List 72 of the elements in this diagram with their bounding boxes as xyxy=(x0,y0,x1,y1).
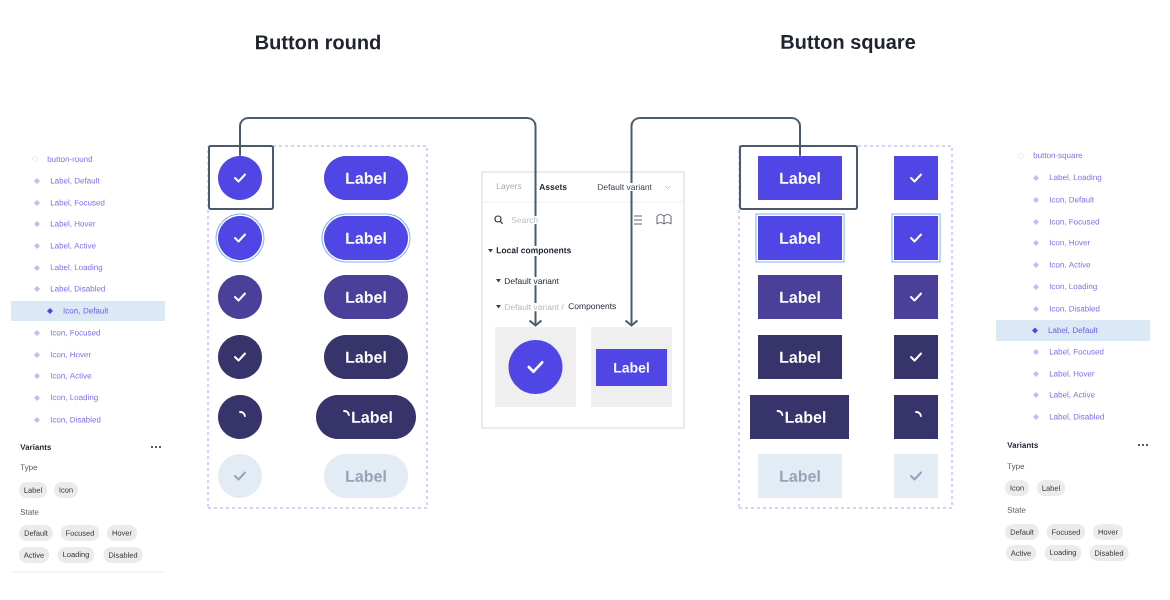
layer-row: Label, Disabled xyxy=(34,285,105,293)
label-button: Label xyxy=(324,454,408,498)
layer-row: Icon, Active xyxy=(34,372,92,380)
node-label: Default variant xyxy=(504,277,559,285)
icon-button xyxy=(218,156,262,200)
layer-row: Icon, Hover xyxy=(1033,239,1090,247)
layer-row: Icon, Focused xyxy=(1033,218,1099,226)
heading: Button square xyxy=(781,35,916,53)
property-label: State xyxy=(1007,507,1026,513)
dashed-frame xyxy=(738,145,953,509)
icon-button xyxy=(894,395,938,439)
node-label: Default variant / xyxy=(504,303,564,311)
layer-row: Label, Loading xyxy=(1033,174,1102,182)
node-label: Default variant xyxy=(597,183,652,191)
layer-row: Icon, Default xyxy=(1033,196,1095,204)
label-button: Label xyxy=(758,335,842,379)
node-label: Layers xyxy=(496,183,522,191)
layer-row: Icon, Disabled xyxy=(1033,305,1100,313)
node-label: Search xyxy=(511,216,538,224)
icon-button xyxy=(215,213,265,263)
icon-button xyxy=(218,335,262,379)
heading: Button round xyxy=(256,34,380,50)
property-label: State xyxy=(20,509,39,515)
node-label: Assets xyxy=(539,184,567,190)
icon-button xyxy=(894,275,938,319)
layer-row: Icon, Hover xyxy=(34,351,91,359)
layer-row: Icon, Active xyxy=(1033,261,1091,269)
label-button: Label xyxy=(321,213,411,263)
layer-row: Label, Focused xyxy=(1033,348,1104,356)
label-button: Label xyxy=(324,156,408,200)
layer-row: Icon, Loading xyxy=(1033,283,1097,291)
icon-button xyxy=(218,395,262,439)
icon-button xyxy=(508,340,563,394)
layer-row: button-round xyxy=(31,155,93,163)
connector-arrow xyxy=(624,117,801,327)
property-label: Type xyxy=(20,464,38,472)
icon-button xyxy=(894,335,938,379)
section-heading: Variants xyxy=(20,444,51,450)
layer-row: Label, Disabled xyxy=(1033,413,1104,421)
dashed-frame xyxy=(207,145,428,509)
label-button: Label xyxy=(750,395,849,439)
layer-row: Label, Hover xyxy=(34,220,96,228)
layer-row: Label, Active xyxy=(1033,391,1095,399)
icon-button xyxy=(894,454,938,498)
property-label: Type xyxy=(1007,463,1025,471)
connector-arrow xyxy=(239,117,543,327)
label-button: Label xyxy=(755,213,845,263)
label-button: Label xyxy=(758,454,842,498)
layer-row: Label, Active xyxy=(34,242,96,250)
icon-button xyxy=(218,275,262,319)
label-button: Label xyxy=(596,349,667,386)
layer-row: Label, Hover xyxy=(1033,370,1095,378)
layer-row: Label, Focused xyxy=(34,199,105,207)
layer-row: Icon, Focused xyxy=(34,329,100,337)
icon-button xyxy=(218,454,262,498)
layer-row: Icon, Loading xyxy=(34,394,98,402)
label-button: Label xyxy=(758,275,842,319)
selected-layer-row: Icon, Default xyxy=(11,301,165,321)
node-label: Local components xyxy=(496,247,571,255)
section-heading: Variants xyxy=(1007,442,1038,448)
label-button: Label xyxy=(324,335,408,379)
layer-row: Label, Default xyxy=(34,177,100,185)
layer-row: Label, Loading xyxy=(34,264,103,272)
icon-button xyxy=(894,156,938,200)
node-label: Components xyxy=(568,303,617,311)
label-button: Label xyxy=(316,395,416,439)
label-button: Label xyxy=(324,275,408,319)
icon-button xyxy=(891,213,941,263)
label-button: Label xyxy=(758,156,842,200)
layer-row: button-square xyxy=(1017,152,1083,160)
selected-layer-row: Label, Default xyxy=(996,320,1150,341)
layer-row: Icon, Disabled xyxy=(34,416,101,424)
